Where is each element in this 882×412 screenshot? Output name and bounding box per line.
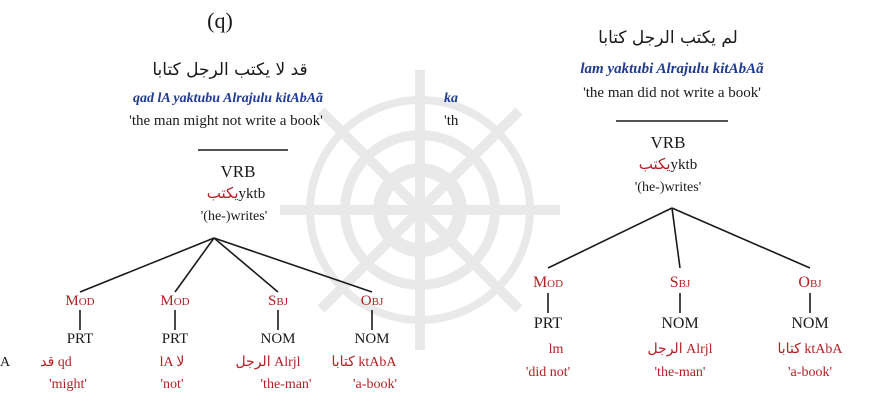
right-arabic-sentence: لم يكتب الرجل كتابا [598,28,738,48]
right-edge-mod [547,207,673,269]
right-word-ktaba: كتابا ktAbA [777,342,843,357]
left-edge-obj [213,237,373,293]
left-root-word: يكتبyktb [206,184,266,202]
left-edge-sbj [213,237,279,293]
right-edge-obj [671,207,811,269]
right-rel-mod: Mod [532,274,564,291]
left-rel-obj: Obj [360,293,384,309]
right-word-alrjl: الرجل Alrjl [647,342,713,357]
right-root-gloss: '(he-)writes' [634,180,702,195]
left-word-la: lA لا [159,355,185,370]
left-gloss-the-man: 'the-man' [260,377,312,392]
left-rel-mod-2: Mod [160,293,190,309]
left-rel-mod-1: Mod [65,293,95,309]
right-root-word: يكتبyktb [638,155,698,173]
left-word-alrjl: الرجل Alrjl [235,355,301,370]
right-gloss: 'the man did not write a book' [583,85,761,101]
left-edge-mod2 [174,237,215,293]
left-arabic-sentence: قد لا يكتب الرجل كتابا [152,60,308,80]
right-cat-nom-2: NOM [791,315,829,332]
middle-translit-fragment: ka [444,92,458,106]
watermark-emblem [280,70,560,350]
right-cat-nom-1: NOM [661,315,699,332]
left-gloss-might: 'might' [49,377,87,392]
left-edge-fragment: A [0,356,11,370]
right-word-lm: lm [548,342,564,357]
right-rel-obj: Obj [798,274,822,291]
left-cat-prt-1: PRT [66,331,94,347]
right-edge-sbj [671,207,681,269]
left-root-category: VRB [220,162,256,181]
right-gloss-a-book: 'a-book' [788,365,832,380]
right-transliteration: lam yaktubi Alrajulu kitAbAã [580,61,764,77]
left-word-ktaba: كتابا ktAbA [331,355,397,370]
left-cat-nom-1: NOM [260,331,296,347]
left-transliteration: qad lA yaktubu Alrajulu kitAbAã [132,91,324,106]
left-cat-prt-2: PRT [161,331,189,347]
right-gloss-did-not: 'did not' [525,365,571,380]
right-cat-prt: PRT [533,315,563,332]
middle-gloss-fragment: 'th [444,114,459,129]
left-word-qd: قد qd [40,355,72,370]
left-gloss-not: 'not' [160,377,184,392]
right-gloss-the-man: 'the-man' [654,365,706,380]
left-gloss-a-book: 'a-book' [353,377,397,392]
left-edge-mod1 [79,237,215,293]
right-root-category: VRB [650,133,686,152]
left-root-gloss: '(he-)writes' [200,209,268,224]
left-cat-nom-2: NOM [354,331,390,347]
left-rel-sbj: Sbj [268,293,288,309]
right-rel-sbj: Sbj [669,274,691,291]
left-gloss: 'the man might not write a book' [129,113,323,129]
panel-label: (q) [207,8,233,33]
